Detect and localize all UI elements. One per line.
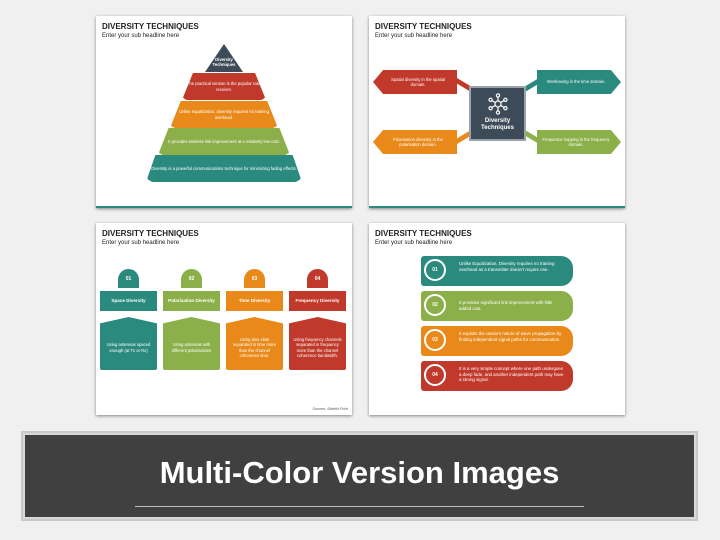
- list-number: 02: [424, 294, 446, 316]
- list-text: It provides significant link improvement…: [459, 300, 553, 311]
- slide-subtitle: Enter your sub headline here: [375, 33, 453, 39]
- list-item: 01 Unlike Equalization, Diversity requir…: [421, 256, 573, 286]
- list-text: Unlike Equalization, Diversity requires …: [459, 261, 555, 272]
- slide-subtitle: Enter your sub headline here: [102, 33, 180, 39]
- column-body: Using antennas with different polarizati…: [163, 317, 220, 370]
- center-box: Diversity Techniques: [469, 86, 526, 141]
- arrow-frequency: Frequence hopping in the frequency domai…: [537, 130, 621, 154]
- slide-footer-bar: [369, 206, 625, 208]
- column-header: Frequency Diversity: [289, 291, 346, 311]
- source-note: Sources: SlideKit Point: [312, 407, 348, 411]
- pyramid-level-3: It provides wireless link improvement at…: [158, 128, 290, 155]
- banner-title: Multi-Color Version Images: [159, 455, 560, 490]
- pyramid-level-2: Unlike equalization, diversity requires …: [170, 101, 278, 128]
- list-item: 04 It is a very simple concept where one…: [421, 361, 573, 391]
- column-header: Space Diversity: [100, 291, 157, 311]
- column-body: Using frequency channels separated in fr…: [289, 317, 346, 370]
- network-hub-icon: [488, 93, 508, 115]
- column-header: Time Diversity: [226, 291, 283, 311]
- pyramid-level-1: The practical version is the popular rak…: [182, 73, 266, 100]
- list-item: 03 It exploits the random nature of wave…: [421, 326, 573, 356]
- slide-thumbnail-columns[interactable]: DIVERSITY TECHNIQUES Enter your sub head…: [96, 223, 352, 415]
- column-header: Polarization Diversity: [163, 291, 220, 311]
- pyramid-level-4: Diversity is a powerful communications t…: [146, 155, 302, 182]
- column-number-tab: 02: [181, 269, 202, 288]
- slide-thumbnail-list[interactable]: DIVERSITY TECHNIQUES Enter your sub head…: [369, 223, 625, 415]
- column-number-tab: 03: [244, 269, 265, 288]
- slide-thumbnail-arrows[interactable]: DIVERSITY TECHNIQUES Enter your sub head…: [369, 16, 625, 208]
- list-item: 02 It provides significant link improvem…: [421, 291, 573, 321]
- arrow-time: Interleaving in the time domain.: [537, 70, 621, 94]
- connector-top-right: [525, 78, 539, 92]
- list-number: 01: [424, 259, 446, 281]
- caption-banner: Multi-Color Version Images: [21, 431, 698, 521]
- center-label: Diversity Techniques: [481, 118, 514, 131]
- column-body: Using time slots separated in time more …: [226, 317, 283, 370]
- slide-subtitle: Enter your sub headline here: [102, 240, 180, 246]
- column-number-tab: 04: [307, 269, 328, 288]
- connector-bottom-right: [525, 130, 539, 144]
- column-body: Using antennas spaced enough (at Tx or R…: [100, 317, 157, 370]
- list-number: 03: [424, 329, 446, 351]
- slide-footer-bar: [96, 206, 352, 208]
- banner-underline: [135, 506, 584, 507]
- list-text: It exploits the random nature of wave pr…: [459, 331, 562, 342]
- arrow-polarisation: Polarisation diversity in the polarisati…: [373, 130, 457, 154]
- pyramid-apex: Diversity Techniques: [205, 44, 243, 72]
- slide-title: DIVERSITY TECHNIQUES: [102, 229, 199, 238]
- arrow-spatial: Spatial diversity in the spatial domain.: [373, 70, 457, 94]
- slide-title: DIVERSITY TECHNIQUES: [102, 22, 199, 31]
- slide-thumbnail-pyramid[interactable]: DIVERSITY TECHNIQUES Enter your sub head…: [96, 16, 352, 208]
- slide-title: DIVERSITY TECHNIQUES: [375, 229, 472, 238]
- list-number: 04: [424, 364, 446, 386]
- slide-title: DIVERSITY TECHNIQUES: [375, 22, 472, 31]
- slide-subtitle: Enter your sub headline here: [375, 240, 453, 246]
- column-number-tab: 01: [118, 269, 139, 288]
- list-text: It is a very simple concept where one pa…: [459, 366, 564, 383]
